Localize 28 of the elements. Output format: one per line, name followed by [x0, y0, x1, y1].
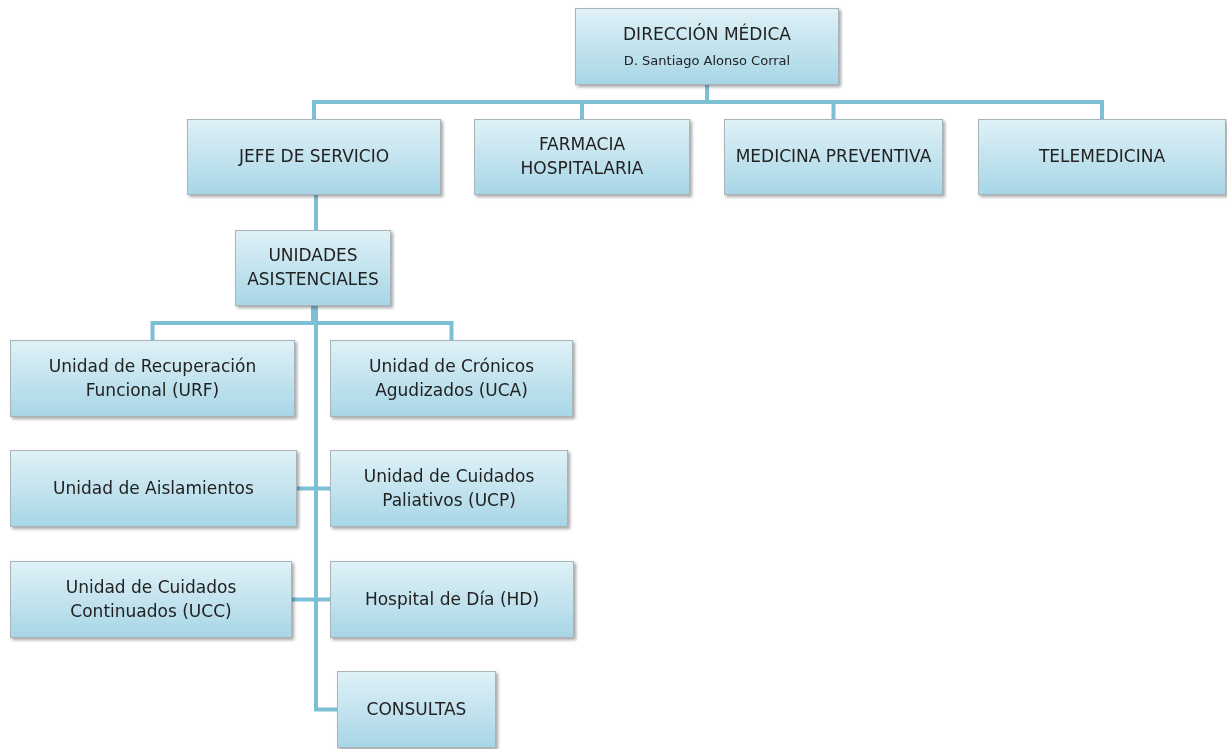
- org-box: [330, 340, 573, 417]
- box-title: UNIDADES ASISTENCIALES: [246, 244, 380, 291]
- box-title: Unidad de Recuperación Funcional (URF): [47, 354, 258, 402]
- org-box: [10, 561, 292, 638]
- org-box: [10, 450, 297, 527]
- org-box: [330, 450, 568, 527]
- box-title: TELEMEDICINA: [1038, 145, 1166, 169]
- org-box: [978, 119, 1226, 195]
- box-title: Unidad de Crónicos Agudizados (UCA): [368, 354, 535, 402]
- box-title: JEFE DE SERVICIO: [238, 145, 390, 169]
- person-name: D. Santiago Alonso Corral: [623, 52, 791, 71]
- org-box: [330, 561, 574, 638]
- org-box: [575, 8, 839, 85]
- org-box: [474, 119, 690, 195]
- org-box: [235, 230, 391, 306]
- box-title: Hospital de Día (HD): [364, 587, 540, 611]
- box-title: Unidad de Cuidados Continuados (UCC): [64, 575, 238, 623]
- org-box: [10, 340, 295, 417]
- box-title: Unidad de Cuidados Paliativos (UCP): [362, 464, 536, 512]
- box-title: CONSULTAS: [366, 697, 467, 721]
- box-title: Unidad de Aislamientos: [53, 476, 254, 500]
- org-box: [187, 119, 441, 195]
- box-title: MEDICINA PREVENTIVA: [735, 145, 932, 169]
- box-title: FARMACIA HOSPITALARIA: [519, 133, 645, 180]
- connector-line: [314, 195, 318, 230]
- box-title: DIRECCIÓN MÉDICA: [623, 22, 791, 46]
- org-box: [724, 119, 943, 195]
- org-box: [337, 671, 496, 748]
